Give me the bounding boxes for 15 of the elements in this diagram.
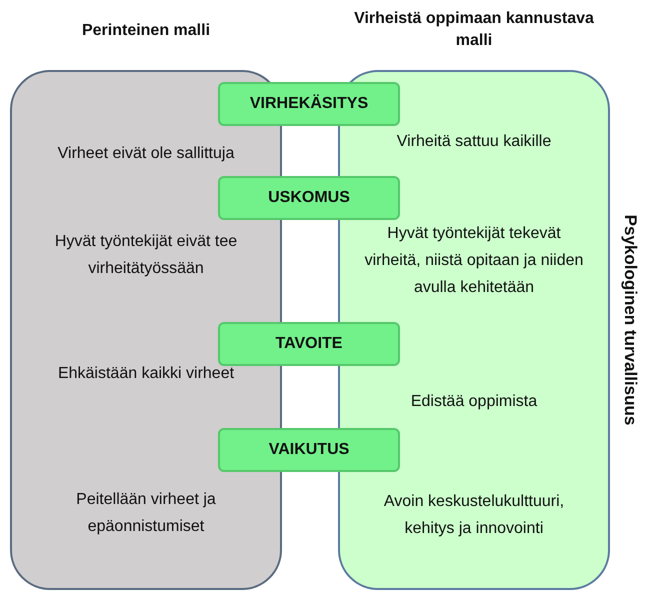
side-label: Psykologinen turvallisuus bbox=[620, 214, 641, 428]
category-box: TAVOITE bbox=[218, 322, 400, 366]
panel-text: Virheitä sattuu kaikille bbox=[396, 132, 552, 152]
category-box: VAIKUTUS bbox=[218, 428, 400, 472]
panel-text: Edistää oppimista bbox=[410, 392, 538, 412]
panel-text: Hyvät työntekijät eivät tee virheitätyössään bbox=[54, 232, 238, 279]
panel-text: Virheet eivät ole sallittuja bbox=[56, 144, 236, 164]
panel-text: Peitellään virheet ja epäonnistumiset bbox=[75, 490, 217, 537]
column-heading: Virheistä oppimaan kannustava malli bbox=[353, 9, 595, 51]
category-box: USKOMUS bbox=[218, 176, 400, 220]
panel-text: Avoin keskustelukulttuuri, kehitys ja innovointi bbox=[382, 492, 566, 539]
category-box: VIRHEKÄSITYS bbox=[218, 82, 400, 126]
panel-text: Hyvät työntekijät tekevät virheitä, niistä opitaan ja niiden avulla kehitetään bbox=[364, 224, 584, 298]
panel-text: Ehkäistään kaikki virheet bbox=[56, 364, 236, 384]
column-heading: Perinteinen malli bbox=[80, 21, 212, 41]
